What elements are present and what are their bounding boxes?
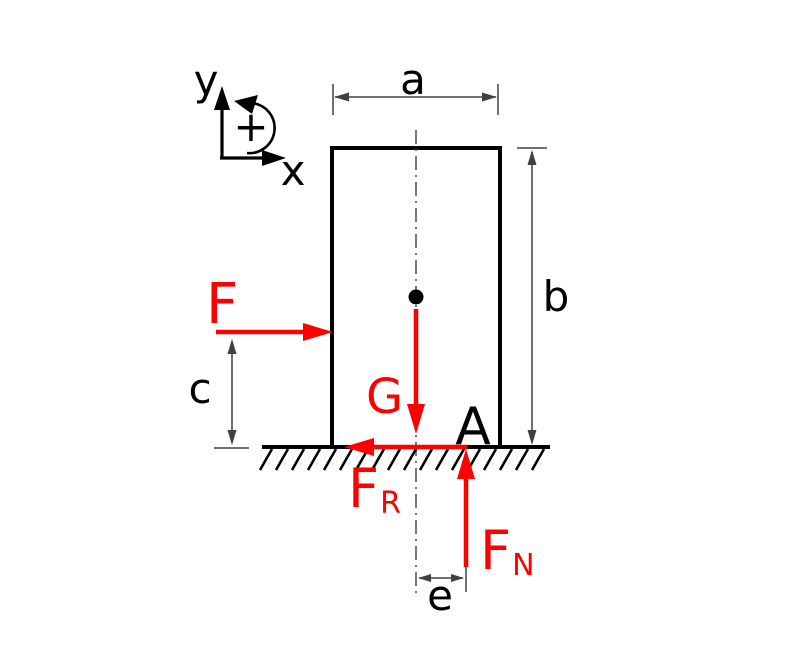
label-dim-a: a (400, 55, 426, 104)
label-y-axis: y (193, 56, 219, 105)
dim-c-arrowhead-top-icon (227, 339, 237, 354)
force-FN-arrowhead-icon (457, 449, 475, 479)
dim-a-arrowhead-left-icon (334, 92, 349, 102)
x-axis-arrowhead-icon (262, 150, 286, 166)
label-positive-rotation: + (233, 102, 269, 151)
label-point-A: A (455, 397, 491, 457)
label-dim-e: e (427, 571, 453, 620)
center-of-mass-dot (408, 289, 424, 305)
label-force-FR: FR (348, 462, 401, 519)
rotation-arc-arrowhead-icon (234, 95, 258, 114)
ground-hatch-stroke (338, 448, 354, 471)
ground-hatch-stroke (370, 448, 386, 471)
force-FR-arrowhead-icon (344, 438, 374, 456)
label-x-axis: x (280, 146, 306, 195)
ground-hatch-stroke (274, 448, 290, 471)
label-force-FN-sub: N (512, 548, 535, 583)
y-axis-arrowhead-icon (214, 86, 230, 110)
positive-rotation-arc-icon (246, 101, 276, 155)
ground-hatch-stroke (450, 448, 466, 471)
ground-hatch-stroke (290, 448, 306, 471)
label-force-FN: FN (480, 524, 535, 581)
label-force-F: F (206, 272, 239, 337)
force-F-arrowhead-icon (303, 323, 333, 341)
label-dim-c: c (188, 364, 212, 413)
dim-c-arrowhead-bottom-icon (227, 430, 237, 445)
ground-hatch-stroke (386, 448, 402, 471)
ground-hatching (258, 448, 546, 471)
label-force-FR-sub: R (380, 486, 401, 521)
ground-hatch-stroke (418, 448, 434, 471)
label-dim-b: b (542, 272, 570, 321)
label-force-FR-base: F (348, 457, 380, 520)
ground-hatch-stroke (530, 448, 546, 471)
ground-hatch-stroke (306, 448, 322, 471)
dim-b-arrowhead-top-icon (527, 150, 537, 165)
ground-hatch-stroke (498, 448, 514, 471)
dim-e-arrowhead-right-icon (451, 574, 464, 582)
ground-hatch-stroke (434, 448, 450, 471)
dim-e-arrowhead-left-icon (418, 574, 431, 582)
force-G-arrowhead-icon (407, 404, 425, 434)
ground-hatch-stroke (514, 448, 530, 471)
ground-hatch-stroke (402, 448, 418, 471)
dim-a-arrowhead-right-icon (482, 92, 497, 102)
label-force-FN-base: F (480, 519, 512, 582)
ground-hatch-stroke (322, 448, 338, 471)
dim-b-arrowhead-bottom-icon (527, 430, 537, 445)
ground-hatch-stroke (258, 448, 274, 471)
ground-hatch-stroke (482, 448, 498, 471)
label-force-G: G (366, 369, 404, 425)
